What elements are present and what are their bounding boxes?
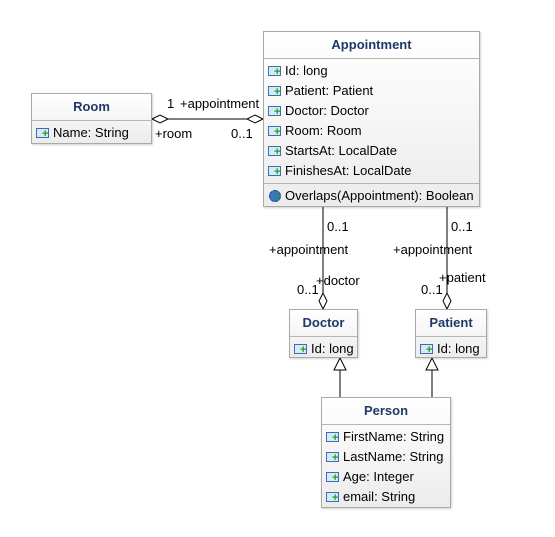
aggregation-diamond-room [150, 114, 170, 124]
attribute-icon [268, 65, 281, 77]
attribute-label: FirstName: String [343, 429, 445, 444]
class-person-title: Person [322, 398, 450, 425]
attribute-label: Name: String [53, 125, 129, 140]
class-patient-attributes: Id: long [416, 337, 486, 361]
operation-row[interactable]: Overlaps(Appointment): Boolean [264, 186, 479, 206]
class-room-title: Room [32, 94, 151, 121]
attribute-icon [326, 451, 339, 463]
class-doctor-attributes: Id: long [290, 337, 357, 361]
attribute-label: Age: Integer [343, 469, 414, 484]
attribute-row[interactable]: Doctor: Doctor [264, 101, 479, 121]
attribute-icon [294, 343, 307, 355]
attribute-label: Id: long [285, 63, 328, 78]
multiplicity-patient-assoc-bottom: 0..1 [421, 282, 443, 297]
class-doctor-title: Doctor [290, 310, 357, 337]
generalization-arrow-doctor [333, 356, 347, 371]
attribute-label: email: String [343, 489, 416, 504]
attribute-icon [268, 125, 281, 137]
attribute-icon [420, 343, 433, 355]
attribute-row[interactable]: FinishesAt: LocalDate [264, 161, 479, 181]
multiplicity-room-side: 1 [167, 96, 175, 111]
attribute-label: LastName: String [343, 449, 444, 464]
attribute-icon [326, 491, 339, 503]
multiplicity-doctor-assoc-top: 0..1 [327, 219, 349, 234]
attribute-label: FinishesAt: LocalDate [285, 163, 412, 178]
attribute-row[interactable]: Id: long [264, 61, 479, 81]
operation-icon [268, 190, 281, 202]
attribute-label: Id: long [311, 341, 354, 356]
class-room[interactable]: Room Name: String [31, 93, 152, 144]
class-person-attributes: FirstName: String LastName: String Age: … [322, 425, 450, 509]
aggregation-diamond-patient [442, 291, 452, 311]
attribute-row[interactable]: Id: long [290, 339, 357, 359]
role-appointment-room-assoc: +appointment [180, 96, 260, 111]
attribute-label: Patient: Patient [285, 83, 374, 98]
class-appointment-operations: Overlaps(Appointment): Boolean [264, 183, 479, 208]
attribute-row[interactable]: LastName: String [322, 447, 450, 467]
role-doctor: +doctor [316, 273, 360, 288]
role-patient: +patient [439, 270, 486, 285]
attribute-label: Doctor: Doctor [285, 103, 369, 118]
class-doctor[interactable]: Doctor Id: long [289, 309, 358, 358]
multiplicity-appointment-room-side: 0..1 [231, 126, 253, 141]
operation-label: Overlaps(Appointment): Boolean [285, 188, 474, 203]
class-appointment-title: Appointment [264, 32, 479, 59]
class-appointment[interactable]: Appointment Id: long Patient: Patient Do… [263, 31, 480, 207]
class-patient[interactable]: Patient Id: long [415, 309, 487, 358]
attribute-icon [268, 165, 281, 177]
class-person[interactable]: Person FirstName: String LastName: Strin… [321, 397, 451, 508]
attribute-label: StartsAt: LocalDate [285, 143, 397, 158]
attribute-label: Id: long [437, 341, 480, 356]
attribute-icon [326, 471, 339, 483]
attribute-row[interactable]: Room: Room [264, 121, 479, 141]
role-appointment-doctor-assoc: +appointment [269, 242, 349, 257]
role-room: +room [155, 126, 193, 141]
class-appointment-attributes: Id: long Patient: Patient Doctor: Doctor… [264, 59, 479, 183]
attribute-row[interactable]: Age: Integer [322, 467, 450, 487]
attribute-row[interactable]: FirstName: String [322, 427, 450, 447]
attribute-row[interactable]: Patient: Patient [264, 81, 479, 101]
attribute-row[interactable]: Id: long [416, 339, 486, 359]
attribute-row[interactable]: Name: String [32, 123, 151, 143]
attribute-icon [268, 145, 281, 157]
aggregation-diamond-doctor [318, 291, 328, 311]
class-room-attributes: Name: String [32, 121, 151, 145]
attribute-label: Room: Room [285, 123, 362, 138]
attribute-icon [268, 105, 281, 117]
role-appointment-patient-assoc: +appointment [393, 242, 473, 257]
multiplicity-doctor-assoc-bottom: 0..1 [297, 282, 319, 297]
class-patient-title: Patient [416, 310, 486, 337]
attribute-row[interactable]: email: String [322, 487, 450, 507]
attribute-icon [36, 127, 49, 139]
generalization-arrow-patient [425, 356, 439, 371]
attribute-row[interactable]: StartsAt: LocalDate [264, 141, 479, 161]
attribute-icon [326, 431, 339, 443]
attribute-icon [268, 85, 281, 97]
multiplicity-patient-assoc-top: 0..1 [451, 219, 473, 234]
aggregation-diamond-appointment-left [245, 114, 265, 124]
